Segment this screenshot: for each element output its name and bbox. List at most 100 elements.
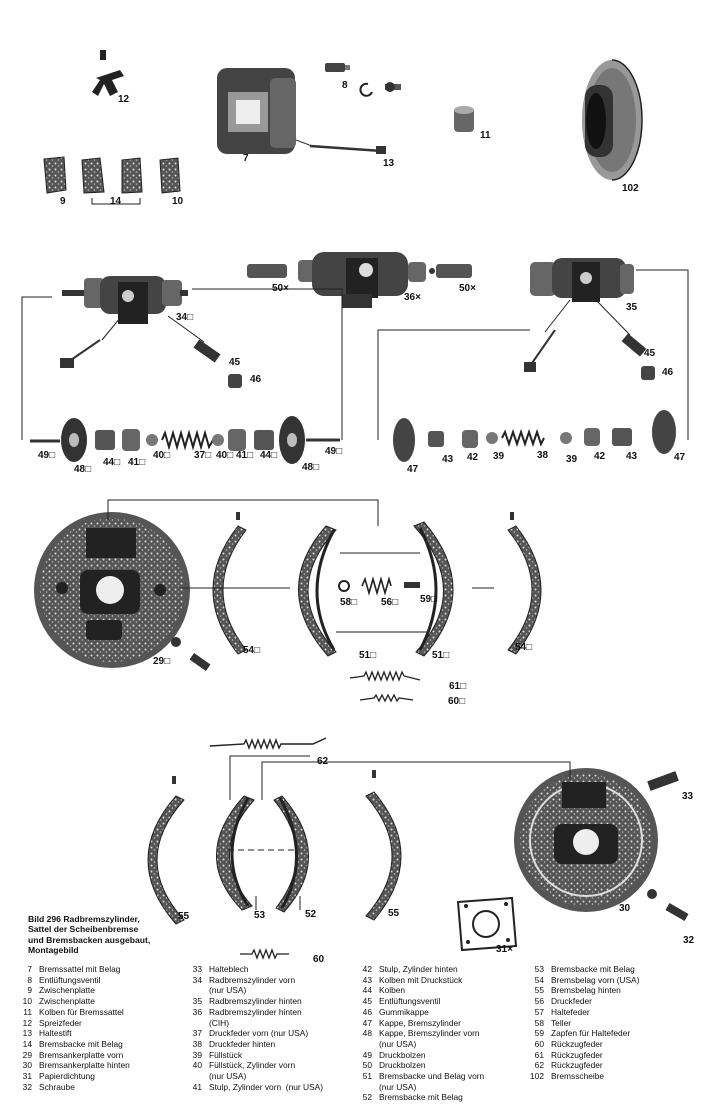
callout-12: 12 bbox=[118, 94, 130, 105]
legend-text: (nur USA) bbox=[379, 1038, 417, 1049]
bremsscheibe-102 bbox=[582, 59, 643, 181]
callout-38: 38 bbox=[537, 450, 549, 461]
callout-62: 62 bbox=[317, 756, 329, 767]
legend-text: Stulp, Zylinder hinten bbox=[379, 964, 458, 974]
legend-text: Kappe, Bremszylinder vorn bbox=[379, 1028, 480, 1039]
legend-number: 38 bbox=[192, 1038, 202, 1049]
legend-text: (nur USA) bbox=[209, 1071, 247, 1082]
callout-48-right: 48□ bbox=[302, 462, 320, 473]
legend-number: 54 bbox=[534, 974, 544, 985]
radbremszylinder-34 bbox=[62, 276, 188, 324]
zylinderteile-hinten bbox=[393, 410, 676, 462]
callout-43-left: 43 bbox=[442, 454, 454, 465]
legend-text: Druckbolzen bbox=[379, 1049, 426, 1060]
haltestift-13 bbox=[309, 144, 386, 154]
callout-49-left: 49□ bbox=[38, 450, 56, 461]
legend-text: Radbremszylinder vorn bbox=[209, 974, 296, 985]
legend-text: Stulp, Zylinder vorn (nur USA) bbox=[209, 1081, 324, 1092]
legend-text: Bremsbacke mit Belag bbox=[379, 1092, 463, 1103]
legend-number: 10 bbox=[22, 996, 32, 1007]
legend-number: 9 bbox=[27, 985, 32, 996]
legend-text: Druckfeder hinten bbox=[209, 1038, 276, 1049]
legend-text: Spreizfeder bbox=[39, 1017, 82, 1028]
callout-60-mid: 60□ bbox=[448, 696, 466, 707]
legend-number: 35 bbox=[192, 996, 202, 1007]
legend-text: Kolben mit Druckstück bbox=[379, 974, 463, 985]
legend-number: 43 bbox=[362, 974, 372, 985]
callout-44-left: 44□ bbox=[103, 457, 121, 468]
legend-number: 51 bbox=[362, 1071, 372, 1082]
legend-text: Haltestift bbox=[39, 1028, 72, 1039]
legend-number: 55 bbox=[534, 985, 544, 996]
callout-50-left: 50× bbox=[272, 283, 289, 294]
legend-text: Bremsbacke mit Belag bbox=[39, 1038, 123, 1049]
legend-text: Druckfeder vorn (nur USA) bbox=[209, 1028, 309, 1039]
legend-text: Zwischenplatte bbox=[39, 996, 95, 1007]
papierdichtung-31 bbox=[456, 896, 518, 952]
legend-text: Radbremszylinder hinten bbox=[209, 996, 302, 1007]
legend-text: Radbremszylinder hinten bbox=[209, 1006, 302, 1017]
legend-text: Bremsscheibe bbox=[551, 1071, 605, 1082]
legend-number: 33 bbox=[192, 964, 202, 974]
legend-number bbox=[180, 985, 209, 996]
bremsbelag-vorn-54a bbox=[212, 512, 247, 655]
legend-text: Entlüftungsventil bbox=[379, 996, 441, 1007]
legend-number: 14 bbox=[22, 1038, 32, 1049]
legend-number: 49 bbox=[362, 1049, 372, 1060]
callout-55-left: 55 bbox=[178, 911, 190, 922]
callout-51-left: 51□ bbox=[359, 650, 377, 661]
legend-number: 52 bbox=[362, 1092, 372, 1103]
callout-60-bottom: 60 bbox=[313, 954, 325, 965]
legend-text: Bremsankerplatte hinten bbox=[39, 1060, 130, 1071]
callout-54-right: 54□ bbox=[515, 642, 533, 653]
bremsbacken-hinten-52-53 bbox=[216, 795, 309, 913]
legend-row: (nur USA) bbox=[350, 1082, 484, 1093]
legend-number bbox=[180, 1018, 209, 1029]
legend-row: 14 Bremsbacke mit Belag bbox=[10, 1039, 130, 1050]
caption-line: Sattel der Scheibenbremse bbox=[28, 924, 139, 935]
legend-number: 7 bbox=[27, 964, 32, 974]
callout-102: 102 bbox=[622, 183, 639, 194]
callout-41-left: 41□ bbox=[128, 457, 146, 468]
entlueftungsventile-45-46 bbox=[60, 329, 655, 388]
legend-number: 45 bbox=[362, 996, 372, 1007]
figure-caption: Bild 296 Radbremszylinder, Sattel der Sc… bbox=[28, 914, 188, 956]
callout-39-left: 39 bbox=[493, 451, 505, 462]
callout-44-right: 44□ bbox=[260, 450, 278, 461]
legend-number: 58 bbox=[534, 1017, 544, 1028]
legend-row: 10 Zwischenplatte bbox=[10, 996, 130, 1007]
legend-row: (nur USA) bbox=[180, 1071, 323, 1082]
legend-row: 52 Bremsbacke mit Belag bbox=[350, 1092, 484, 1103]
legend-row: 43 Kolben mit Druckstück bbox=[350, 975, 484, 986]
legend-text: Bremsankerplatte vorn bbox=[39, 1049, 124, 1060]
legend-number: 32 bbox=[22, 1081, 32, 1092]
callout-9: 9 bbox=[60, 196, 66, 207]
callout-59: 59□ bbox=[420, 594, 438, 605]
callout-47-left: 47 bbox=[407, 464, 419, 475]
legend-number bbox=[180, 1071, 209, 1082]
callout-45-right: 45 bbox=[644, 348, 656, 359]
rueckzugfeder-60-unten bbox=[240, 948, 289, 960]
caption-line: und Bremsbacken ausgebaut, bbox=[28, 934, 151, 945]
legend-number: 11 bbox=[23, 1006, 32, 1017]
callout-54-left: 54□ bbox=[243, 645, 261, 656]
legend-number: 53 bbox=[534, 964, 544, 974]
bremsbelag-hinten-55b bbox=[365, 770, 402, 921]
